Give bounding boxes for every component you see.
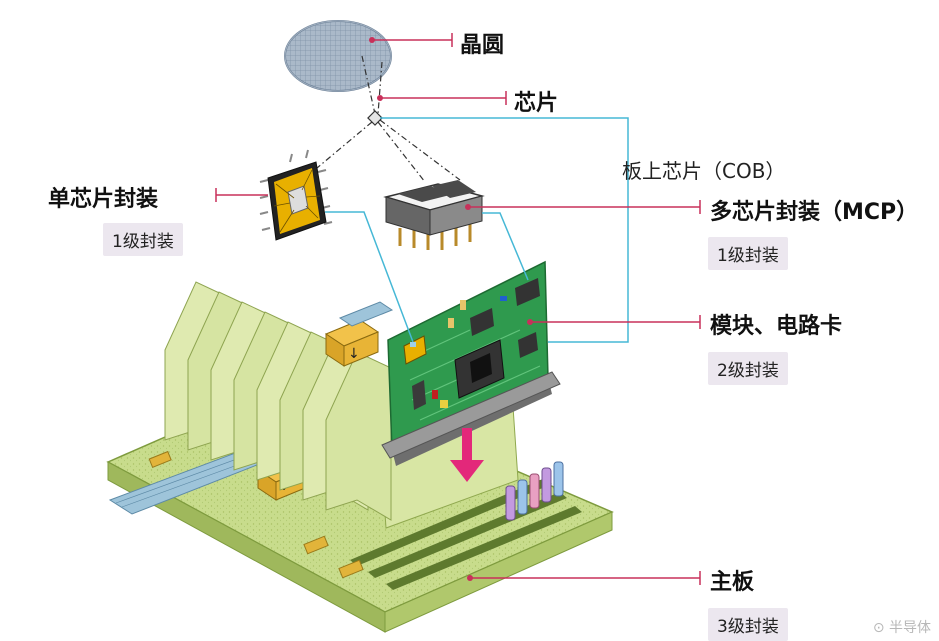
label-mainboard: 主板 [710,570,755,595]
label-wafer: 晶圆 [460,33,505,58]
circuit-card-module [381,260,561,466]
multi-chip-package [383,180,485,250]
label-multi-chip-package: 多芯片封装（MCP） [710,200,919,225]
cob-connector-lines [325,117,629,343]
label-cob: 板上芯片（COB） [622,159,786,183]
wafer [284,20,392,92]
leader-lines [215,33,701,585]
capacitors [505,461,564,521]
watermark: ⊙ 半导体 [872,620,931,636]
leader-dots [369,37,533,581]
badge-level1-single: 1级封装 [103,223,183,256]
badge-level3: 3级封装 [708,608,788,641]
label-chip: 芯片 [514,91,559,116]
label-single-chip-package: 单芯片封装 [48,187,159,212]
insert-arrow [450,428,484,482]
chip [367,110,383,126]
expansion-cards: ↓ [164,281,394,521]
svg-text:↓: ↓ [348,346,360,362]
single-chip-package [259,149,333,241]
wafer-to-chip-lines [361,55,383,115]
badge-level2: 2级封装 [708,352,788,385]
chip-to-package-lines [304,119,461,183]
badge-level1-multi: 1级封装 [708,237,788,270]
label-module-circuit-card: 模块、电路卡 [710,314,843,339]
